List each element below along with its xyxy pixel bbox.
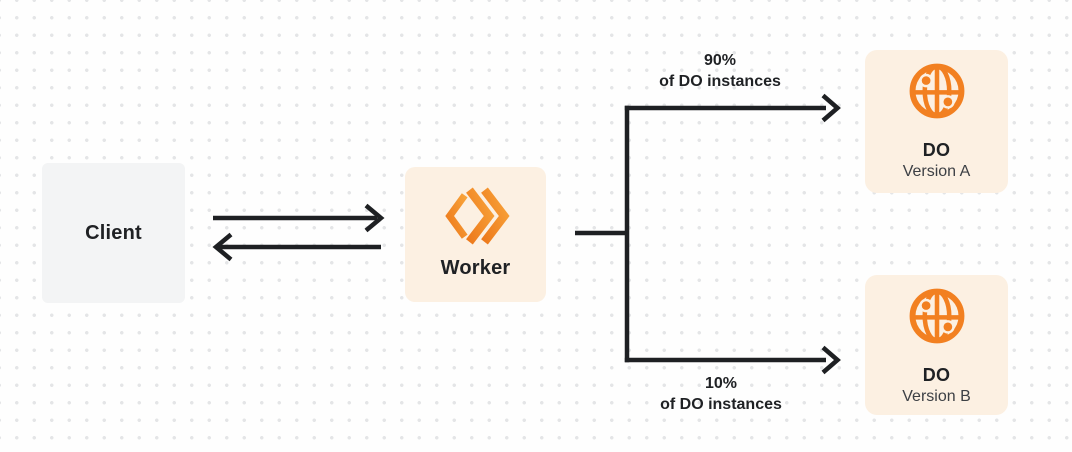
do-version-b-node: DO Version B [865, 275, 1008, 415]
branch-top-caption: of DO instances [659, 73, 781, 90]
arrow-client-to-worker [213, 203, 385, 233]
client-node: Client [42, 163, 185, 303]
do-version-a-node: DO Version A [865, 50, 1008, 193]
cloudflare-workers-logo-icon [444, 187, 510, 245]
globe-icon [909, 288, 964, 344]
branch-bottom-percent: 10% [704, 375, 738, 392]
do-b-title: DO [922, 365, 951, 385]
worker-node: Worker [405, 167, 546, 302]
do-b-subtitle: Version B [902, 388, 971, 405]
branch-bottom-label: 10% of DO instances [609, 373, 833, 415]
arrow-worker-to-client [212, 232, 381, 262]
branch-top-label: 90% of DO instances [608, 50, 832, 92]
branch-bottom-caption: of DO instances [660, 396, 782, 413]
do-a-title: DO [922, 140, 951, 160]
worker-label: Worker [440, 257, 511, 279]
globe-icon [909, 63, 964, 119]
branch-connector [575, 105, 630, 363]
do-a-subtitle: Version A [902, 163, 971, 180]
client-label: Client [85, 221, 142, 244]
branch-top-percent: 90% [703, 52, 737, 69]
arrow-branch-to-do-b [624, 345, 841, 375]
arrow-branch-to-do-a [624, 93, 841, 123]
